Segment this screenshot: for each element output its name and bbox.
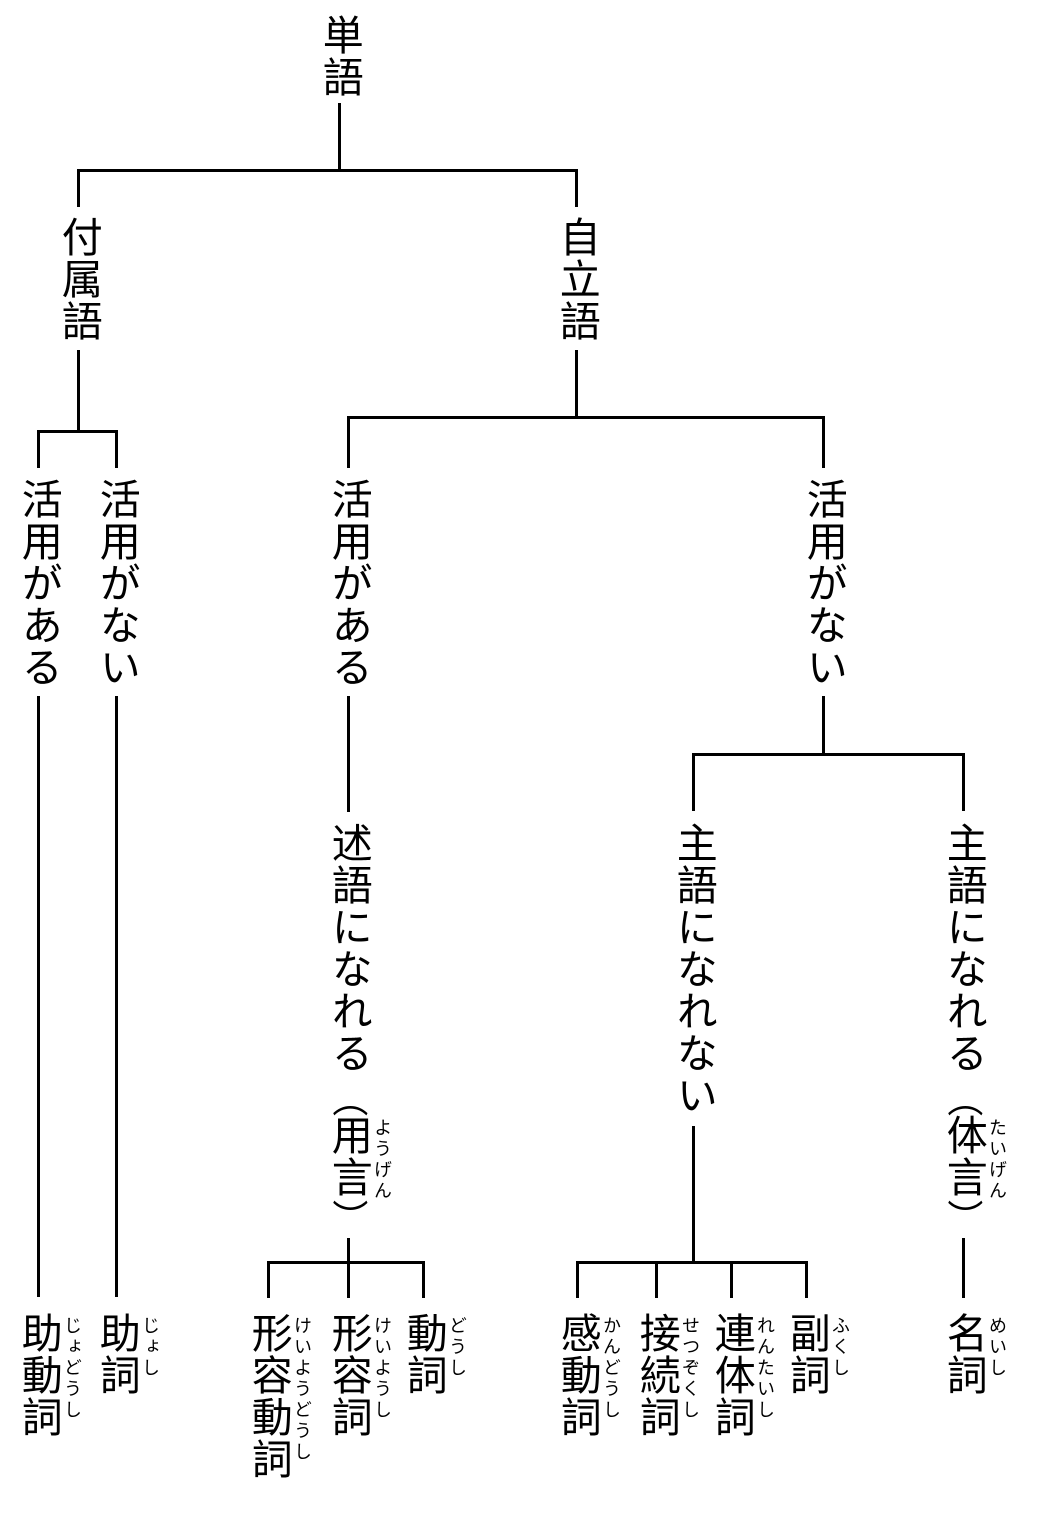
edge-fuzokugo-horizontal bbox=[37, 430, 118, 433]
leaf-jodoushi: 助動詞 じょどうし bbox=[15, 1312, 83, 1438]
node-jiritsugo: 自立語 bbox=[553, 216, 600, 342]
leaf-jodoushi-label: 助動詞 bbox=[15, 1312, 62, 1438]
edge-yougen-down bbox=[347, 1238, 350, 1264]
leaf-keiyoudoushi: 形容動詞 けいようどうし bbox=[245, 1312, 313, 1480]
leaf-joshi-label: 助詞 bbox=[93, 1312, 140, 1396]
leaf-rentaishi-furigana: れんたいし bbox=[755, 1316, 776, 1421]
edge-jiritsugo-horizontal bbox=[347, 416, 825, 419]
edge-to-jiritsugo bbox=[575, 169, 578, 207]
leaf-fukushi-label: 副詞 bbox=[783, 1312, 830, 1396]
leaf-kandoushi-furigana: かんどうし bbox=[601, 1316, 622, 1421]
node-jiritsu-katsuyo-nai-label: 活用がない bbox=[800, 478, 847, 688]
node-shugo-narenai: 主語になれない bbox=[670, 822, 717, 1116]
node-jiritsugo-label: 自立語 bbox=[553, 216, 600, 342]
edge-to-setsuzokushi bbox=[655, 1261, 658, 1298]
edge-fuzokugo-down bbox=[77, 350, 80, 432]
taigen-open-paren: （ bbox=[944, 1080, 985, 1117]
edge-to-fuzoku-aru bbox=[37, 430, 40, 468]
edge-to-doushi bbox=[422, 1261, 425, 1298]
leaf-setsuzokushi-label: 接続詞 bbox=[633, 1312, 680, 1438]
edge-to-shugo-nareru bbox=[962, 753, 965, 811]
node-fuzokugo: 付属語 bbox=[55, 216, 102, 342]
node-tango: 単語 bbox=[316, 14, 363, 98]
leaf-rentaishi-label: 連体詞 bbox=[708, 1312, 755, 1438]
node-fuzoku-katsuyo-aru: 活用がある bbox=[15, 478, 62, 688]
edge-fuzoku-aru-to-jodoushi bbox=[37, 696, 40, 1297]
leaf-keiyoushi-label: 形容詞 bbox=[325, 1312, 372, 1438]
leaf-jodoushi-furigana: じょどうし bbox=[62, 1316, 83, 1421]
leaf-kandoushi-label: 感動詞 bbox=[554, 1312, 601, 1438]
node-fuzoku-katsuyo-nai: 活用がない bbox=[93, 478, 140, 688]
yougen-open-paren: （ bbox=[329, 1080, 370, 1117]
edge-to-fukushi bbox=[805, 1261, 808, 1298]
leaf-doushi-furigana: どうし bbox=[447, 1316, 468, 1379]
leaf-joshi: 助詞 じょし bbox=[93, 1312, 161, 1396]
taigen-label: 体言 bbox=[940, 1114, 987, 1198]
node-jutsugo-nareru: 述語になれる （ 用言 ようげん ） bbox=[325, 822, 393, 1235]
edge-shugo-narenai-horizontal bbox=[576, 1261, 808, 1264]
taigen-close-paren: ） bbox=[944, 1198, 985, 1235]
node-fuzokugo-label: 付属語 bbox=[55, 216, 102, 342]
leaf-setsuzokushi: 接続詞 せつぞくし bbox=[633, 1312, 701, 1438]
leaf-doushi-label: 動詞 bbox=[400, 1312, 447, 1396]
edge-tango-down bbox=[338, 103, 341, 169]
node-jutsugo-nareru-label: 述語になれる bbox=[325, 822, 372, 1074]
yougen-furigana: ようげん bbox=[372, 1118, 393, 1202]
edge-yougen-horizontal bbox=[267, 1261, 425, 1264]
edge-to-jiritsu-aru bbox=[347, 416, 350, 468]
leaf-meishi: 名詞 めいし bbox=[940, 1312, 1008, 1396]
node-jiritsu-katsuyo-aru-label: 活用がある bbox=[325, 478, 372, 688]
yougen-close-paren: ） bbox=[329, 1198, 370, 1235]
edge-fuzoku-nai-to-joshi bbox=[115, 696, 118, 1297]
node-fuzoku-katsuyo-nai-label: 活用がない bbox=[93, 478, 140, 688]
leaf-meishi-label: 名詞 bbox=[940, 1312, 987, 1396]
node-tango-label: 単語 bbox=[316, 14, 363, 98]
edge-jiritsu-aru-down bbox=[347, 696, 350, 812]
edge-to-fuzoku-nai bbox=[115, 430, 118, 468]
node-shugo-nareru: 主語になれる （ 体言 たいげん ） bbox=[940, 822, 1008, 1235]
edge-to-fuzokugo bbox=[77, 169, 80, 207]
edge-jiritsu-nai-down bbox=[822, 696, 825, 756]
edge-to-keiyoudoushi bbox=[267, 1261, 270, 1298]
leaf-meishi-furigana: めいし bbox=[987, 1316, 1008, 1379]
edge-level1-horizontal bbox=[77, 169, 578, 172]
yougen-group: 用言 ようげん bbox=[325, 1114, 393, 1202]
edge-to-jiritsu-nai bbox=[822, 416, 825, 468]
node-fuzoku-katsuyo-aru-label: 活用がある bbox=[15, 478, 62, 688]
edge-to-keiyoushi bbox=[347, 1261, 350, 1298]
node-shugo-nareru-label: 主語になれる bbox=[940, 822, 987, 1074]
edge-to-rentaishi bbox=[730, 1261, 733, 1298]
edge-to-shugo-narenai bbox=[692, 753, 695, 811]
leaf-kandoushi: 感動詞 かんどうし bbox=[554, 1312, 622, 1438]
leaf-setsuzokushi-furigana: せつぞくし bbox=[680, 1316, 701, 1421]
node-jiritsu-katsuyo-aru: 活用がある bbox=[325, 478, 372, 688]
edge-jiritsugo-down bbox=[575, 350, 578, 418]
taigen-furigana: たいげん bbox=[987, 1118, 1008, 1202]
edge-shugo-narenai-down bbox=[692, 1126, 695, 1264]
leaf-rentaishi: 連体詞 れんたいし bbox=[708, 1312, 776, 1438]
leaf-keiyoushi: 形容詞 けいようし bbox=[325, 1312, 393, 1438]
edge-to-kandoushi bbox=[576, 1261, 579, 1298]
leaf-keiyoudoushi-label: 形容動詞 bbox=[245, 1312, 292, 1480]
taigen-group: 体言 たいげん bbox=[940, 1114, 1008, 1202]
leaf-doushi: 動詞 どうし bbox=[400, 1312, 468, 1396]
node-shugo-narenai-label: 主語になれない bbox=[670, 822, 717, 1116]
node-jiritsu-katsuyo-nai: 活用がない bbox=[800, 478, 847, 688]
leaf-keiyoushi-furigana: けいようし bbox=[372, 1316, 393, 1421]
edge-taigen-to-meishi bbox=[962, 1238, 965, 1298]
leaf-fukushi-furigana: ふくし bbox=[830, 1316, 851, 1379]
edge-jiritsu-nai-horizontal bbox=[692, 753, 965, 756]
leaf-joshi-furigana: じょし bbox=[140, 1316, 161, 1379]
leaf-fukushi: 副詞 ふくし bbox=[783, 1312, 851, 1396]
yougen-label: 用言 bbox=[325, 1114, 372, 1198]
leaf-keiyoudoushi-furigana: けいようどうし bbox=[292, 1316, 313, 1463]
